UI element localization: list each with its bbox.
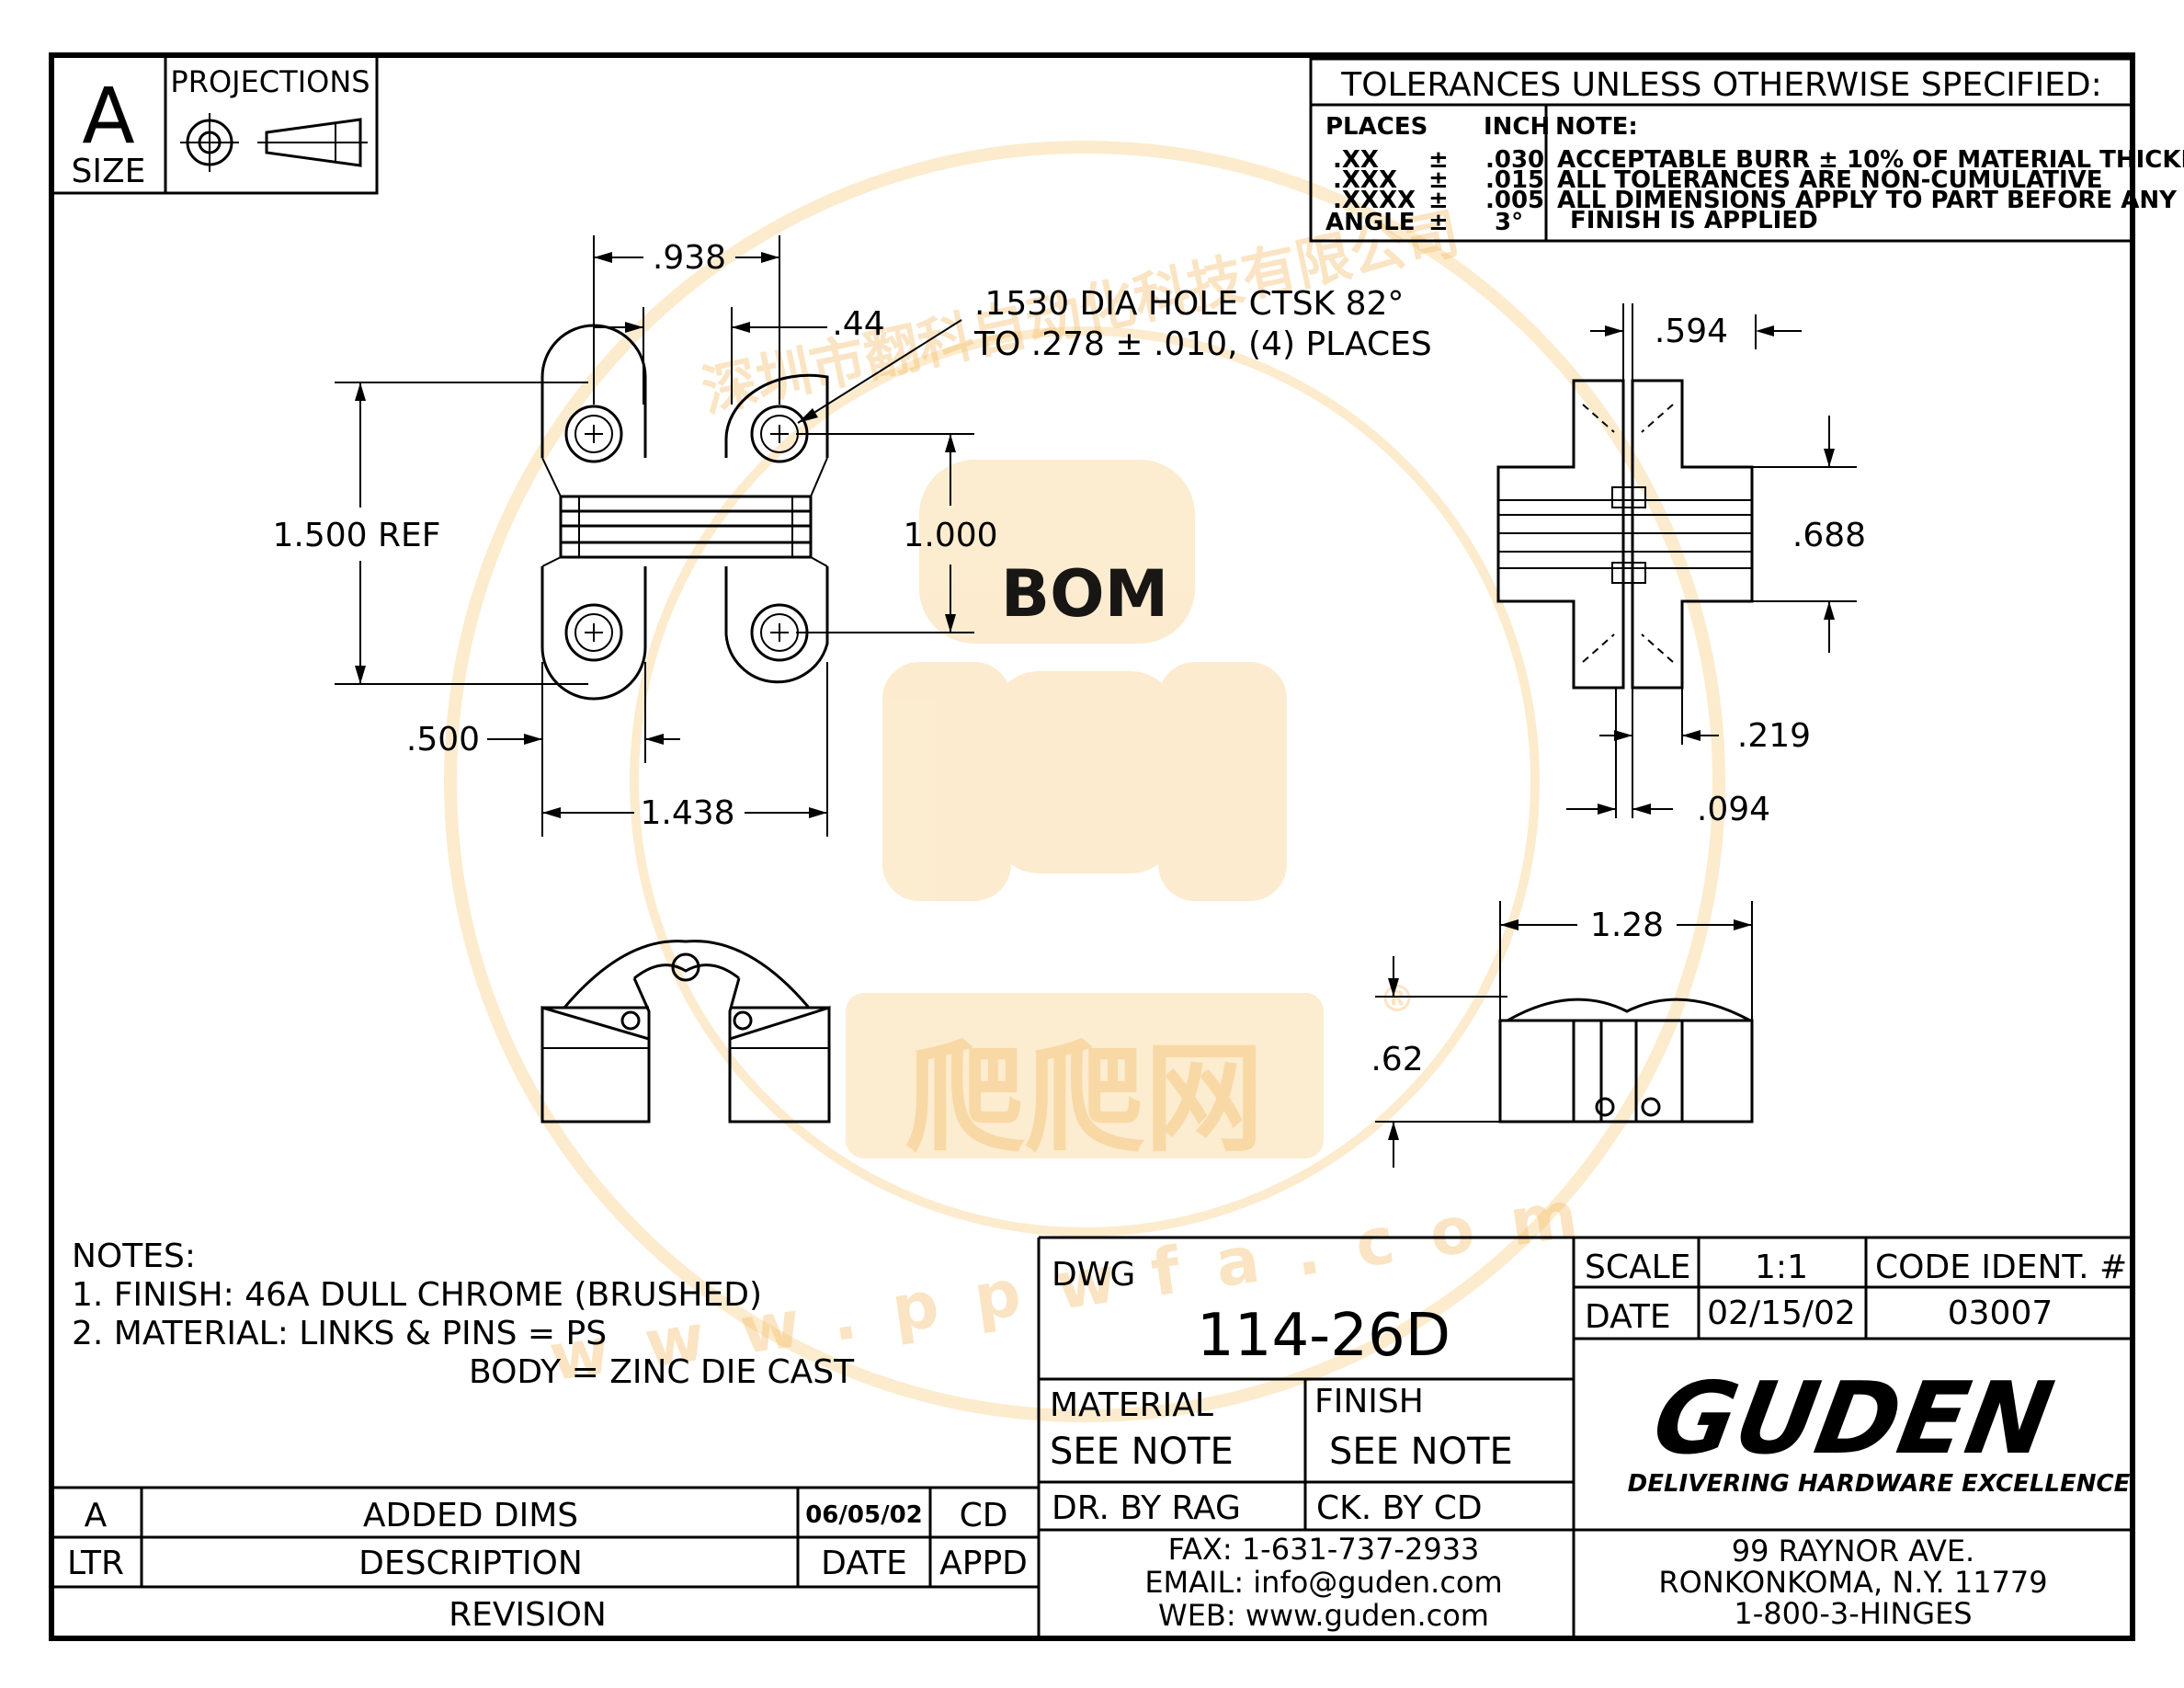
- tol-row-pm: ±: [1428, 187, 1449, 214]
- front-view: [540, 324, 829, 701]
- size-letter: A: [82, 71, 134, 161]
- tol-note-line: FINISH IS APPLIED: [1570, 207, 1818, 234]
- email: EMAIL: info@guden.com: [1144, 1565, 1502, 1600]
- checked-by: CK. BY CD: [1316, 1489, 1483, 1527]
- size-label: SIZE: [72, 153, 146, 190]
- date-label: DATE: [1585, 1298, 1671, 1336]
- code-ident-label: CODE IDENT. #: [1875, 1249, 2127, 1286]
- watermark-outer-ring: [444, 141, 1725, 1422]
- tol-row-place: ANGLE: [1325, 209, 1416, 236]
- revision-ltr: A: [85, 1497, 108, 1534]
- dim-688: .688: [1792, 517, 1866, 554]
- dim-500: .500: [406, 721, 480, 758]
- tolerance-block: TOLERANCES UNLESS OTHERWISE SPECIFIED: P…: [1309, 57, 2184, 243]
- note-line: 2. MATERIAL: LINKS & PINS = PS: [72, 1315, 607, 1352]
- side-view-dimensions: .594 .688 .219 .094: [1566, 303, 1866, 828]
- tol-row-inch: .005: [1485, 187, 1544, 214]
- revision-block: A ADDED DIMS 06/05/02 CD LTR DESCRIPTION…: [51, 1486, 1039, 1634]
- scale-label: SCALE: [1585, 1249, 1690, 1286]
- dim-1000: 1.000: [903, 517, 997, 554]
- dwg-label: DWG: [1052, 1256, 1135, 1294]
- tol-row-inch: .015: [1485, 166, 1544, 194]
- web: WEB: www.guden.com: [1158, 1598, 1489, 1633]
- company-logo: GUDEN: [1645, 1361, 2061, 1477]
- watermark-registered-mark: ®: [1379, 978, 1416, 1021]
- tol-note-line: ALL DIMENSIONS APPLY TO PART BEFORE ANY: [1557, 187, 2178, 214]
- note-line: 1. FINISH: 46A DULL CHROME (BRUSHED): [72, 1276, 762, 1314]
- tol-row-place: .XXXX: [1333, 187, 1416, 214]
- notes-heading: NOTES:: [72, 1237, 196, 1275]
- title-block: DWG 114-26D SCALE 1:1 CODE IDENT. # DATE…: [1037, 1236, 2133, 1638]
- hole-callout-line2: TO .278 ± .010, (4) PLACES: [973, 325, 1432, 363]
- revision-date: 06/05/02: [805, 1501, 923, 1529]
- tol-row-pm: ±: [1428, 209, 1449, 236]
- tol-row-pm: ±: [1428, 146, 1449, 174]
- watermark-brand-text: 爬爬网: [905, 1029, 1264, 1169]
- dwg-number: 114-26D: [1197, 1302, 1450, 1370]
- note-header: NOTE:: [1555, 113, 1638, 141]
- third-angle-projection-icon: [180, 113, 368, 172]
- places-header: PLACES: [1325, 113, 1428, 141]
- sheet-border: [49, 52, 2135, 1641]
- top-view-right: [1498, 998, 1754, 1123]
- tolerance-heading: TOLERANCES UNLESS OTHERWISE SPECIFIED:: [1340, 66, 2102, 104]
- dim-594: .594: [1655, 313, 1728, 350]
- front-view-dimensions: .938 .44 .1530 DIA HOLE CTSK 82° TO .278…: [273, 235, 1432, 837]
- address-line: 99 RAYNOR AVE.: [1732, 1534, 1974, 1568]
- top-view-right-dimensions: 1.28 .62: [1371, 901, 1753, 1168]
- side-view: [1496, 379, 1754, 690]
- revision-footer: REVISION: [449, 1596, 607, 1634]
- tol-note-line: ACCEPTABLE BURR ± 10% OF MATERIAL THICKN…: [1557, 146, 2184, 174]
- code-ident-value: 03007: [1948, 1295, 2053, 1332]
- fax: FAX: 1-631-737-2933: [1168, 1532, 1480, 1567]
- revision-appd-header: APPD: [939, 1545, 1028, 1582]
- revision-ltr-header: LTR: [67, 1545, 124, 1582]
- finish-value: SEE NOTE: [1329, 1431, 1513, 1473]
- tol-row-inch: 3°: [1495, 209, 1523, 236]
- watermark-inner-ring: [630, 326, 1540, 1237]
- dim-938: .938: [653, 239, 726, 277]
- scale-value: 1:1: [1755, 1249, 1808, 1286]
- top-view-left: [540, 940, 831, 1123]
- inch-header: INCH: [1484, 113, 1550, 141]
- date-value: 02/15/02: [1707, 1295, 1856, 1332]
- revision-description: ADDED DIMS: [363, 1497, 578, 1534]
- address-line: 1-800-3-HINGES: [1734, 1596, 1972, 1631]
- dim-1438: 1.438: [640, 794, 734, 832]
- watermark-bom-text: BOM: [1001, 556, 1169, 632]
- dim-62: .62: [1371, 1041, 1423, 1078]
- tol-row-place: .XX: [1333, 146, 1379, 174]
- revision-date-header: DATE: [821, 1545, 907, 1582]
- material-value: SEE NOTE: [1050, 1431, 1234, 1473]
- material-label: MATERIAL: [1050, 1386, 1213, 1424]
- tol-row-place: .XXX: [1333, 166, 1397, 194]
- note-line: BODY = ZINC DIE CAST: [469, 1353, 855, 1391]
- tol-row-inch: .030: [1485, 146, 1544, 174]
- dim-44: .44: [832, 305, 884, 343]
- size-projection-box: A SIZE PROJECTIONS: [50, 53, 379, 195]
- dim-1500-ref: 1.500 REF: [273, 517, 441, 554]
- dim-094: .094: [1697, 791, 1770, 828]
- drawn-by: DR. BY RAG: [1052, 1489, 1241, 1527]
- dim-128: 1.28: [1590, 907, 1664, 944]
- watermark-logo-icon: [846, 460, 1324, 1158]
- address-line: RONKONKOMA, N.Y. 11779: [1658, 1565, 2047, 1600]
- notes: NOTES: 1. FINISH: 46A DULL CHROME (BRUSH…: [72, 1237, 855, 1391]
- revision-appd: CD: [960, 1497, 1008, 1534]
- revision-description-header: DESCRIPTION: [358, 1545, 583, 1582]
- company-tagline: DELIVERING HARDWARE EXCELLENCE: [1628, 1470, 2131, 1498]
- dim-219: .219: [1737, 717, 1811, 755]
- finish-label: FINISH: [1314, 1383, 1424, 1420]
- hole-callout-line1: .1530 DIA HOLE CTSK 82°: [974, 285, 1404, 323]
- tol-row-pm: ±: [1428, 166, 1449, 194]
- tol-note-line: ALL TOLERANCES ARE NON-CUMULATIVE: [1557, 166, 2103, 194]
- projections-label: PROJECTIONS: [170, 64, 370, 99]
